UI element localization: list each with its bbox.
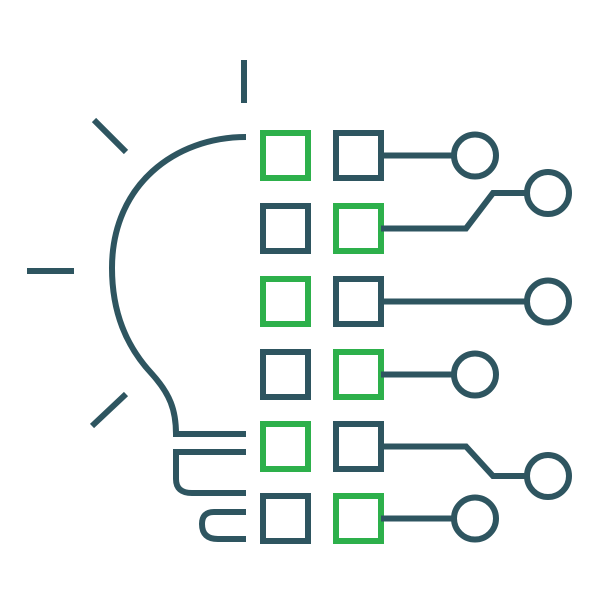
connector-node	[524, 169, 572, 217]
circuit-grid	[260, 130, 384, 544]
connector-line	[381, 443, 526, 479]
bulb-base	[173, 431, 246, 542]
grid-square	[333, 349, 384, 400]
connector-node	[451, 350, 499, 399]
grid-square	[333, 421, 384, 472]
grid-square	[333, 493, 384, 544]
connector-node	[524, 277, 572, 326]
grid-square	[260, 276, 311, 327]
ray-lower-left	[89, 391, 129, 429]
connector-node	[524, 452, 572, 500]
grid-square	[333, 276, 384, 327]
circuit-connectors	[381, 131, 572, 543]
base-line-2	[173, 449, 246, 496]
base-line-3	[198, 509, 246, 542]
connector-line	[381, 190, 526, 232]
grid-square	[260, 349, 311, 400]
grid-square	[333, 203, 384, 254]
grid-square	[260, 130, 311, 181]
connector-node	[451, 494, 499, 543]
connector-node	[451, 131, 499, 180]
light-rays	[27, 60, 247, 429]
bulb-outline	[108, 134, 247, 435]
ray-upper-left	[91, 117, 129, 155]
grid-square	[260, 421, 311, 472]
grid-square	[260, 203, 311, 254]
bulb-outline-curve	[108, 134, 247, 435]
grid-square	[260, 493, 311, 544]
grid-square	[333, 130, 384, 181]
